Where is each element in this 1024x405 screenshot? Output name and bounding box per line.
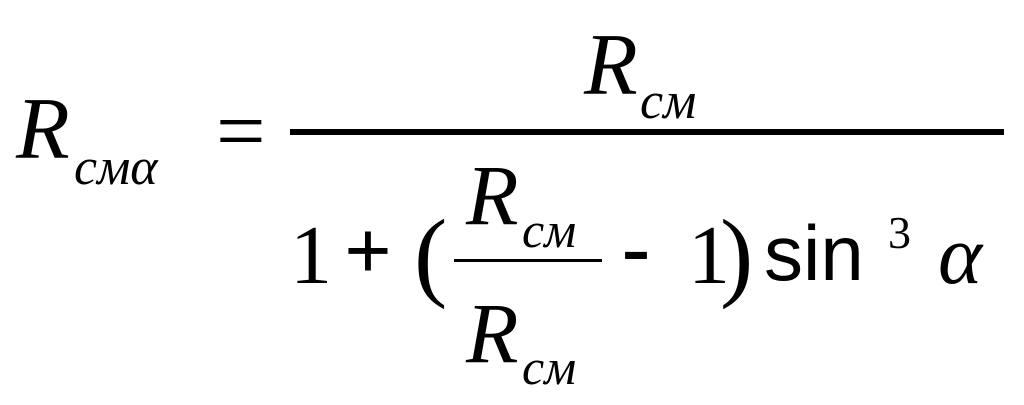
one-after-minus: 1 <box>688 209 730 302</box>
open-paren: ( <box>414 199 448 310</box>
inner-denominator-subscript: см <box>522 339 577 395</box>
minus-sign: - <box>622 201 650 294</box>
sin-function: sin <box>764 209 864 297</box>
numerator-subscript: см <box>640 73 697 130</box>
numerator-symbol: R <box>584 17 638 114</box>
denominator-one: 1 <box>290 209 332 302</box>
inner-fraction-bar <box>454 259 602 262</box>
main-fraction-bar <box>290 129 1004 135</box>
close-paren: ) <box>720 199 754 310</box>
lhs-subscript: смα <box>74 139 158 196</box>
equals-sign: = <box>216 83 266 180</box>
plus-sign: + <box>344 205 392 298</box>
inner-numerator-symbol: R <box>466 147 519 243</box>
sin-exponent: 3 <box>888 207 911 258</box>
inner-numerator-subscript: см <box>522 202 577 258</box>
lhs-symbol: R <box>16 81 70 178</box>
inner-denominator-symbol: R <box>466 285 519 381</box>
alpha-variable: α <box>938 209 983 302</box>
